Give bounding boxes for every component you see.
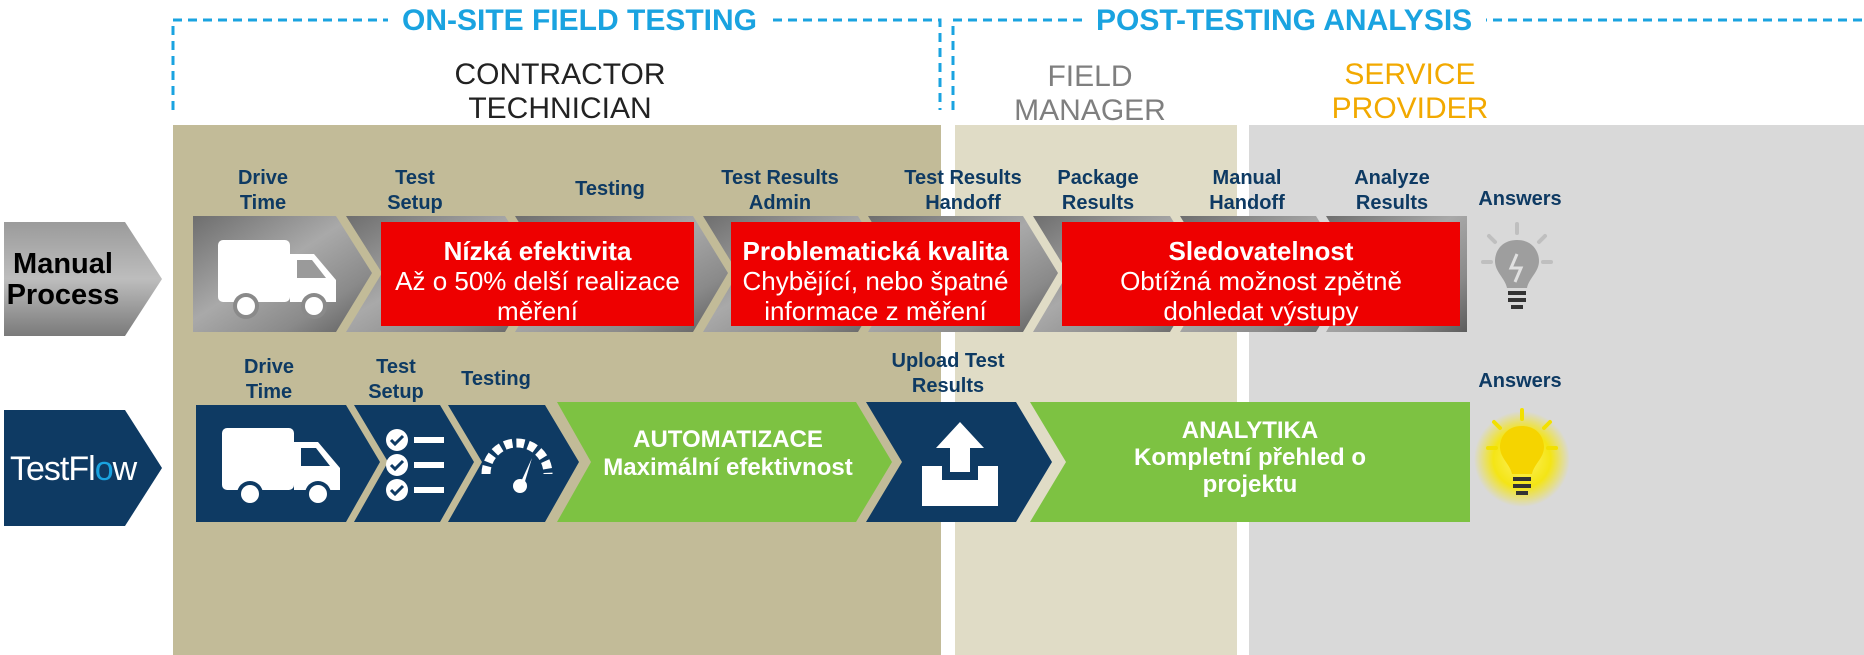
- field-line2: MANAGER: [1014, 94, 1166, 127]
- service-provider-role: SERVICE PROVIDER: [1310, 58, 1510, 126]
- service-line1: SERVICE: [1344, 58, 1476, 91]
- contractor-role: CONTRACTOR TECHNICIAN: [420, 58, 700, 126]
- service-provider-zone: [1249, 125, 1864, 655]
- truck-icon: [222, 428, 340, 507]
- testflow-logo: TestFlow: [10, 450, 137, 488]
- checklist-icon: [386, 429, 444, 501]
- automation-text: AUTOMATIZACE Maximální efektivnost: [603, 426, 853, 481]
- testflow-chevron-3: [448, 405, 579, 522]
- red-box-efficiency: Nízká efektivita Až o 50% delší realizac…: [381, 222, 694, 326]
- red-box-traceability: Sledovatelnost Obtížná možnost zpětně do…: [1062, 222, 1460, 326]
- truck-icon: [218, 240, 336, 319]
- lightbulb-glow-icon: [1474, 408, 1570, 507]
- green-automation-chevron: [557, 402, 892, 522]
- red-box-quality: Problematická kvalita Chybějící, nebo šp…: [731, 222, 1020, 326]
- onsite-zone: [173, 125, 941, 655]
- testflow-chevron: [4, 410, 162, 526]
- contractor-line2: TECHNICIAN: [468, 92, 652, 125]
- field-manager-role: FIELD MANAGER: [990, 60, 1190, 128]
- manual-step-testing: Testing: [575, 178, 645, 200]
- analytics-text: ANALYTIKA Kompletní přehled o projektu: [1133, 417, 1366, 498]
- onsite-header: ON-SITE FIELD TESTING: [388, 4, 772, 38]
- field-line1: FIELD: [1047, 60, 1133, 93]
- logo-o-accent: o: [94, 450, 114, 488]
- manual-step-answers: Answers: [1478, 188, 1562, 210]
- testflow-step-answers: Answers: [1478, 370, 1562, 392]
- post-testing-header: POST-TESTING ANALYSIS: [1082, 4, 1487, 38]
- gauge-icon: [481, 438, 553, 493]
- section-brackets: [171, 18, 1864, 110]
- manual-process-label: Manual Process: [6, 248, 120, 311]
- service-line2: PROVIDER: [1331, 92, 1489, 125]
- manual-process-chevron: [4, 222, 162, 336]
- upload-icon: [922, 422, 998, 506]
- testflow-step-testing: Testing: [461, 368, 531, 390]
- lightbulb-icon: [1481, 222, 1553, 309]
- contractor-line1: CONTRACTOR: [454, 58, 666, 91]
- green-analytics-chevron: [1030, 402, 1470, 522]
- field-manager-zone: [955, 125, 1237, 655]
- testflow-row: [4, 402, 1570, 526]
